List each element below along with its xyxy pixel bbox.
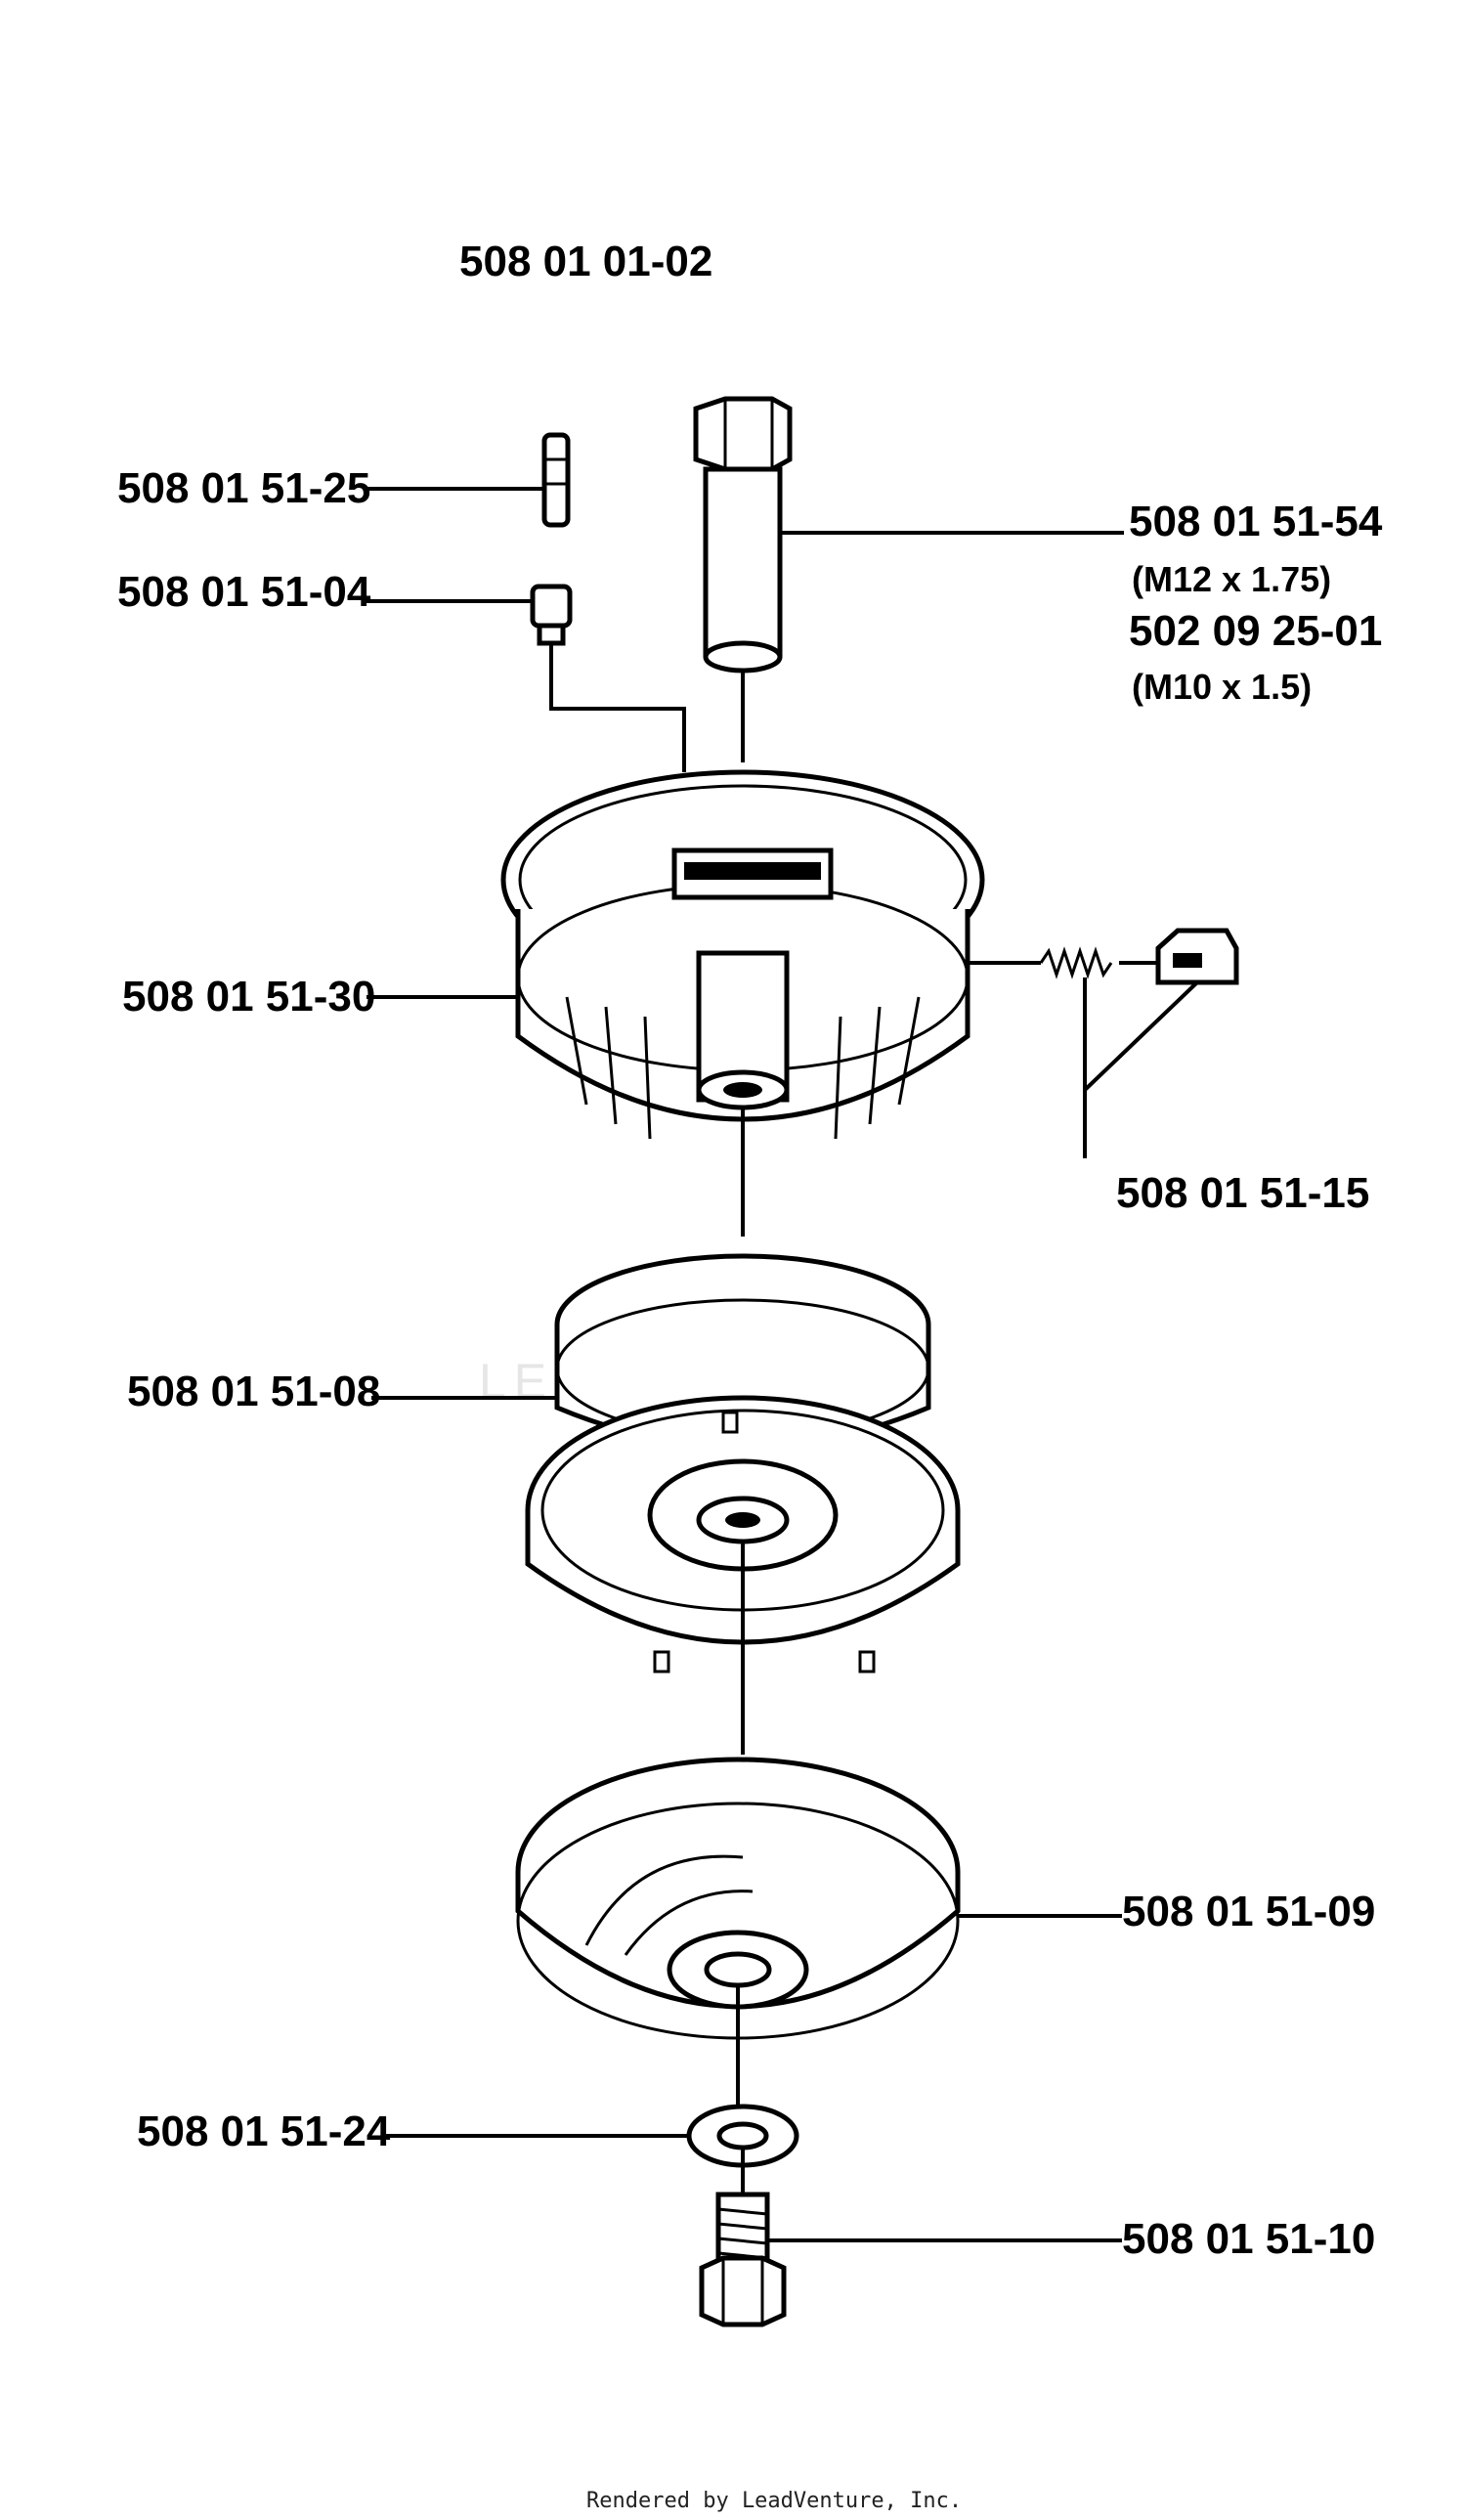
housing-callout[interactable]: 508 01 51-30 (122, 973, 375, 1021)
spring-button-callout[interactable]: 508 01 51-15 (1116, 1169, 1369, 1217)
pin-callout[interactable]: 508 01 51-25 (117, 464, 370, 512)
arbor-alt-thread-spec: (M10 x 1.5) (1132, 667, 1312, 707)
bushing-to-housing-leader (549, 643, 686, 772)
arbor-callout[interactable]: 508 01 51-54 (1129, 498, 1383, 545)
arbor-alt-callout[interactable]: 502 09 25-01 (1129, 607, 1382, 655)
washer-callout[interactable]: 508 01 51-24 (137, 2107, 391, 2155)
cover-part (515, 1757, 961, 2040)
arbor-thread-spec: (M12 x 1.75) (1132, 559, 1331, 599)
bolt-part (699, 2192, 787, 2327)
arbor-part (693, 396, 793, 673)
footer-credit: Rendered by LeadVenture, Inc. (586, 2489, 962, 2513)
button-part (1155, 928, 1239, 985)
spring-part (1039, 946, 1113, 979)
cover-callout[interactable]: 508 01 51-09 (1122, 1888, 1375, 1935)
pin-part (541, 432, 571, 528)
spool-callout[interactable]: 508 01 51-08 (127, 1368, 380, 1415)
washer-part (686, 2104, 799, 2168)
assembly-number: 508 01 01-02 (459, 238, 712, 285)
bushing-part (530, 584, 573, 646)
housing-part (500, 769, 985, 1140)
bolt-callout[interactable]: 508 01 51-10 (1122, 2215, 1375, 2263)
bushing-callout[interactable]: 508 01 51-04 (117, 568, 371, 616)
button-callout-leader (1083, 980, 1199, 1092)
